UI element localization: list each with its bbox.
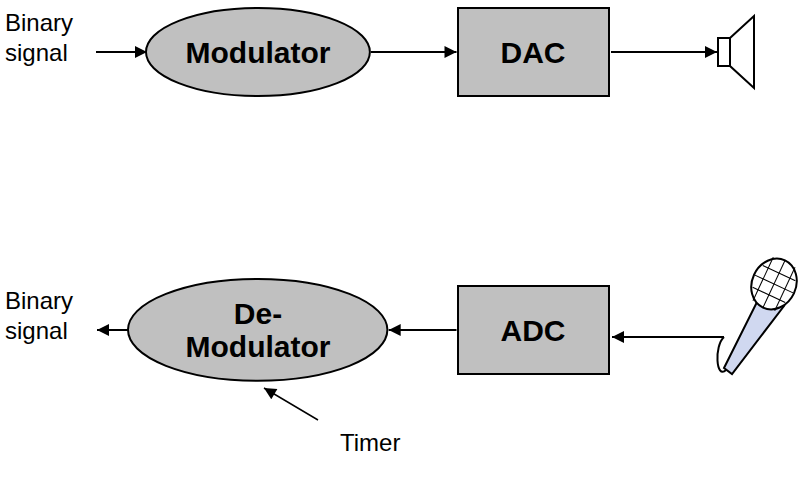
modulator-ellipse: Modulator: [145, 7, 371, 97]
microphone-symbol: [717, 251, 800, 374]
converter-box: ADC: [457, 285, 610, 375]
node-text: De- Modulator: [173, 297, 343, 363]
microphone-wire: [612, 336, 724, 338]
speaker-wire: [611, 51, 717, 53]
signal-label: Binary signal: [5, 8, 95, 68]
speaker-symbol: [718, 16, 754, 88]
node-text: DAC: [501, 36, 566, 69]
signal-arrow: [389, 329, 457, 331]
timer-leader: [264, 388, 318, 420]
signal-arrow: [371, 51, 457, 53]
timer-label: Timer: [340, 428, 450, 458]
node-text: ADC: [501, 314, 566, 347]
node-text: Modulator: [185, 36, 330, 69]
converter-box: DAC: [457, 7, 610, 97]
signal-label: Binary signal: [5, 286, 95, 346]
input-arrow: [96, 51, 147, 53]
demodulator-ellipse: De- Modulator: [127, 278, 388, 382]
